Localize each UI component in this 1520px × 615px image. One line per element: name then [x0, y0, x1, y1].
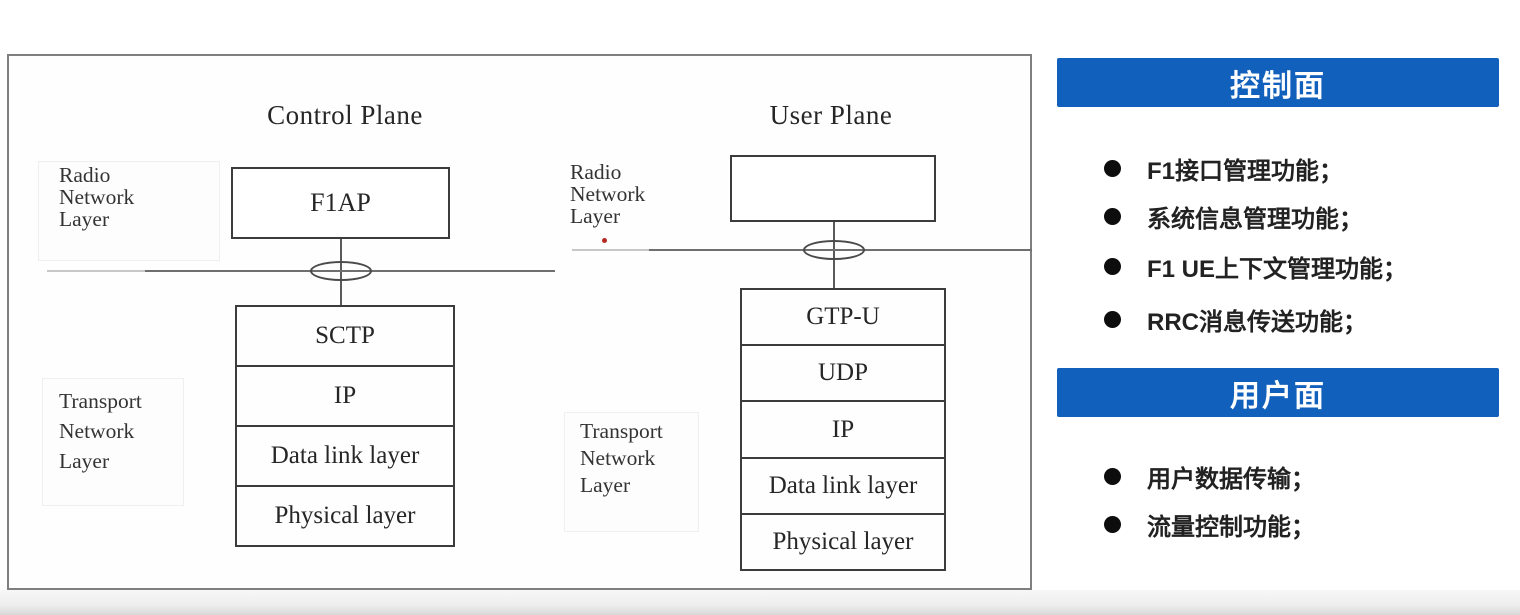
stack-row: IP	[237, 365, 453, 425]
stack-row: GTP-U	[742, 290, 944, 345]
user-bus-line-left	[572, 249, 649, 251]
control-plane-header-text: 控制面	[1230, 69, 1326, 103]
user-sap-ellipse	[803, 240, 865, 260]
control-transport-network-layer-label: Transport Network Layer	[59, 389, 142, 473]
list-item-label: 用户数据传输；	[1147, 465, 1315, 493]
control-bus-line-left	[47, 270, 145, 272]
bullet-icon	[1104, 257, 1121, 275]
list-item: 系统信息管理功能；	[1104, 200, 1363, 233]
list-item: F1 UE上下文管理功能；	[1104, 250, 1408, 283]
user-transport-label-backing	[564, 412, 699, 532]
stack-row: SCTP	[237, 307, 453, 365]
control-plane-header-bar: 控制面	[1057, 58, 1499, 107]
list-item: F1接口管理功能；	[1104, 152, 1344, 185]
user-plane-stack: GTP-U UDP IP Data link layer Physical la…	[740, 288, 946, 571]
stack-row: IP	[742, 400, 944, 457]
list-item: 用户数据传输；	[1104, 460, 1315, 493]
list-item-label: F1 UE上下文管理功能；	[1147, 255, 1408, 283]
bottom-gray-strip	[0, 590, 1520, 615]
control-plane-title: Control Plane	[267, 100, 423, 130]
user-plane-top-box	[730, 155, 936, 222]
list-item-label: 系统信息管理功能；	[1147, 205, 1363, 233]
bullet-icon	[1104, 207, 1121, 225]
list-item: 流量控制功能；	[1104, 508, 1315, 541]
stack-row: Physical layer	[237, 485, 453, 545]
stack-row: Data link layer	[742, 456, 944, 513]
list-item-label: 流量控制功能；	[1147, 513, 1315, 541]
user-plane-header-text: 用户面	[1230, 379, 1326, 413]
user-transport-network-layer-label: Transport Network Layer	[580, 419, 663, 497]
bullet-icon	[1104, 467, 1121, 485]
f1ap-box: F1AP	[231, 167, 450, 239]
control-radio-label-backing	[38, 161, 220, 261]
control-transport-label-backing	[42, 378, 184, 506]
control-radio-network-layer-label: Radio Network Layer	[59, 163, 135, 231]
f1-protocol-diagram: Control Plane User Plane Radio Network L…	[7, 54, 1032, 590]
stack-row: Physical layer	[742, 512, 944, 570]
list-item-label: F1接口管理功能；	[1147, 157, 1344, 185]
user-radio-network-layer-label: Radio Network Layer	[570, 160, 646, 228]
stack-row: UDP	[742, 344, 944, 401]
user-plane-title: User Plane	[769, 100, 893, 130]
user-plane-header-bar: 用户面	[1057, 368, 1499, 417]
list-item: RRC消息传送功能；	[1104, 303, 1367, 336]
stack-row: Data link layer	[237, 425, 453, 485]
red-dot-artifact	[602, 238, 607, 243]
bullet-icon	[1104, 515, 1121, 533]
bullet-icon	[1104, 159, 1121, 177]
list-item-label: RRC消息传送功能；	[1147, 308, 1367, 336]
bullet-icon	[1104, 310, 1121, 328]
control-plane-stack: SCTP IP Data link layer Physical layer	[235, 305, 455, 547]
control-sap-ellipse	[310, 261, 372, 281]
